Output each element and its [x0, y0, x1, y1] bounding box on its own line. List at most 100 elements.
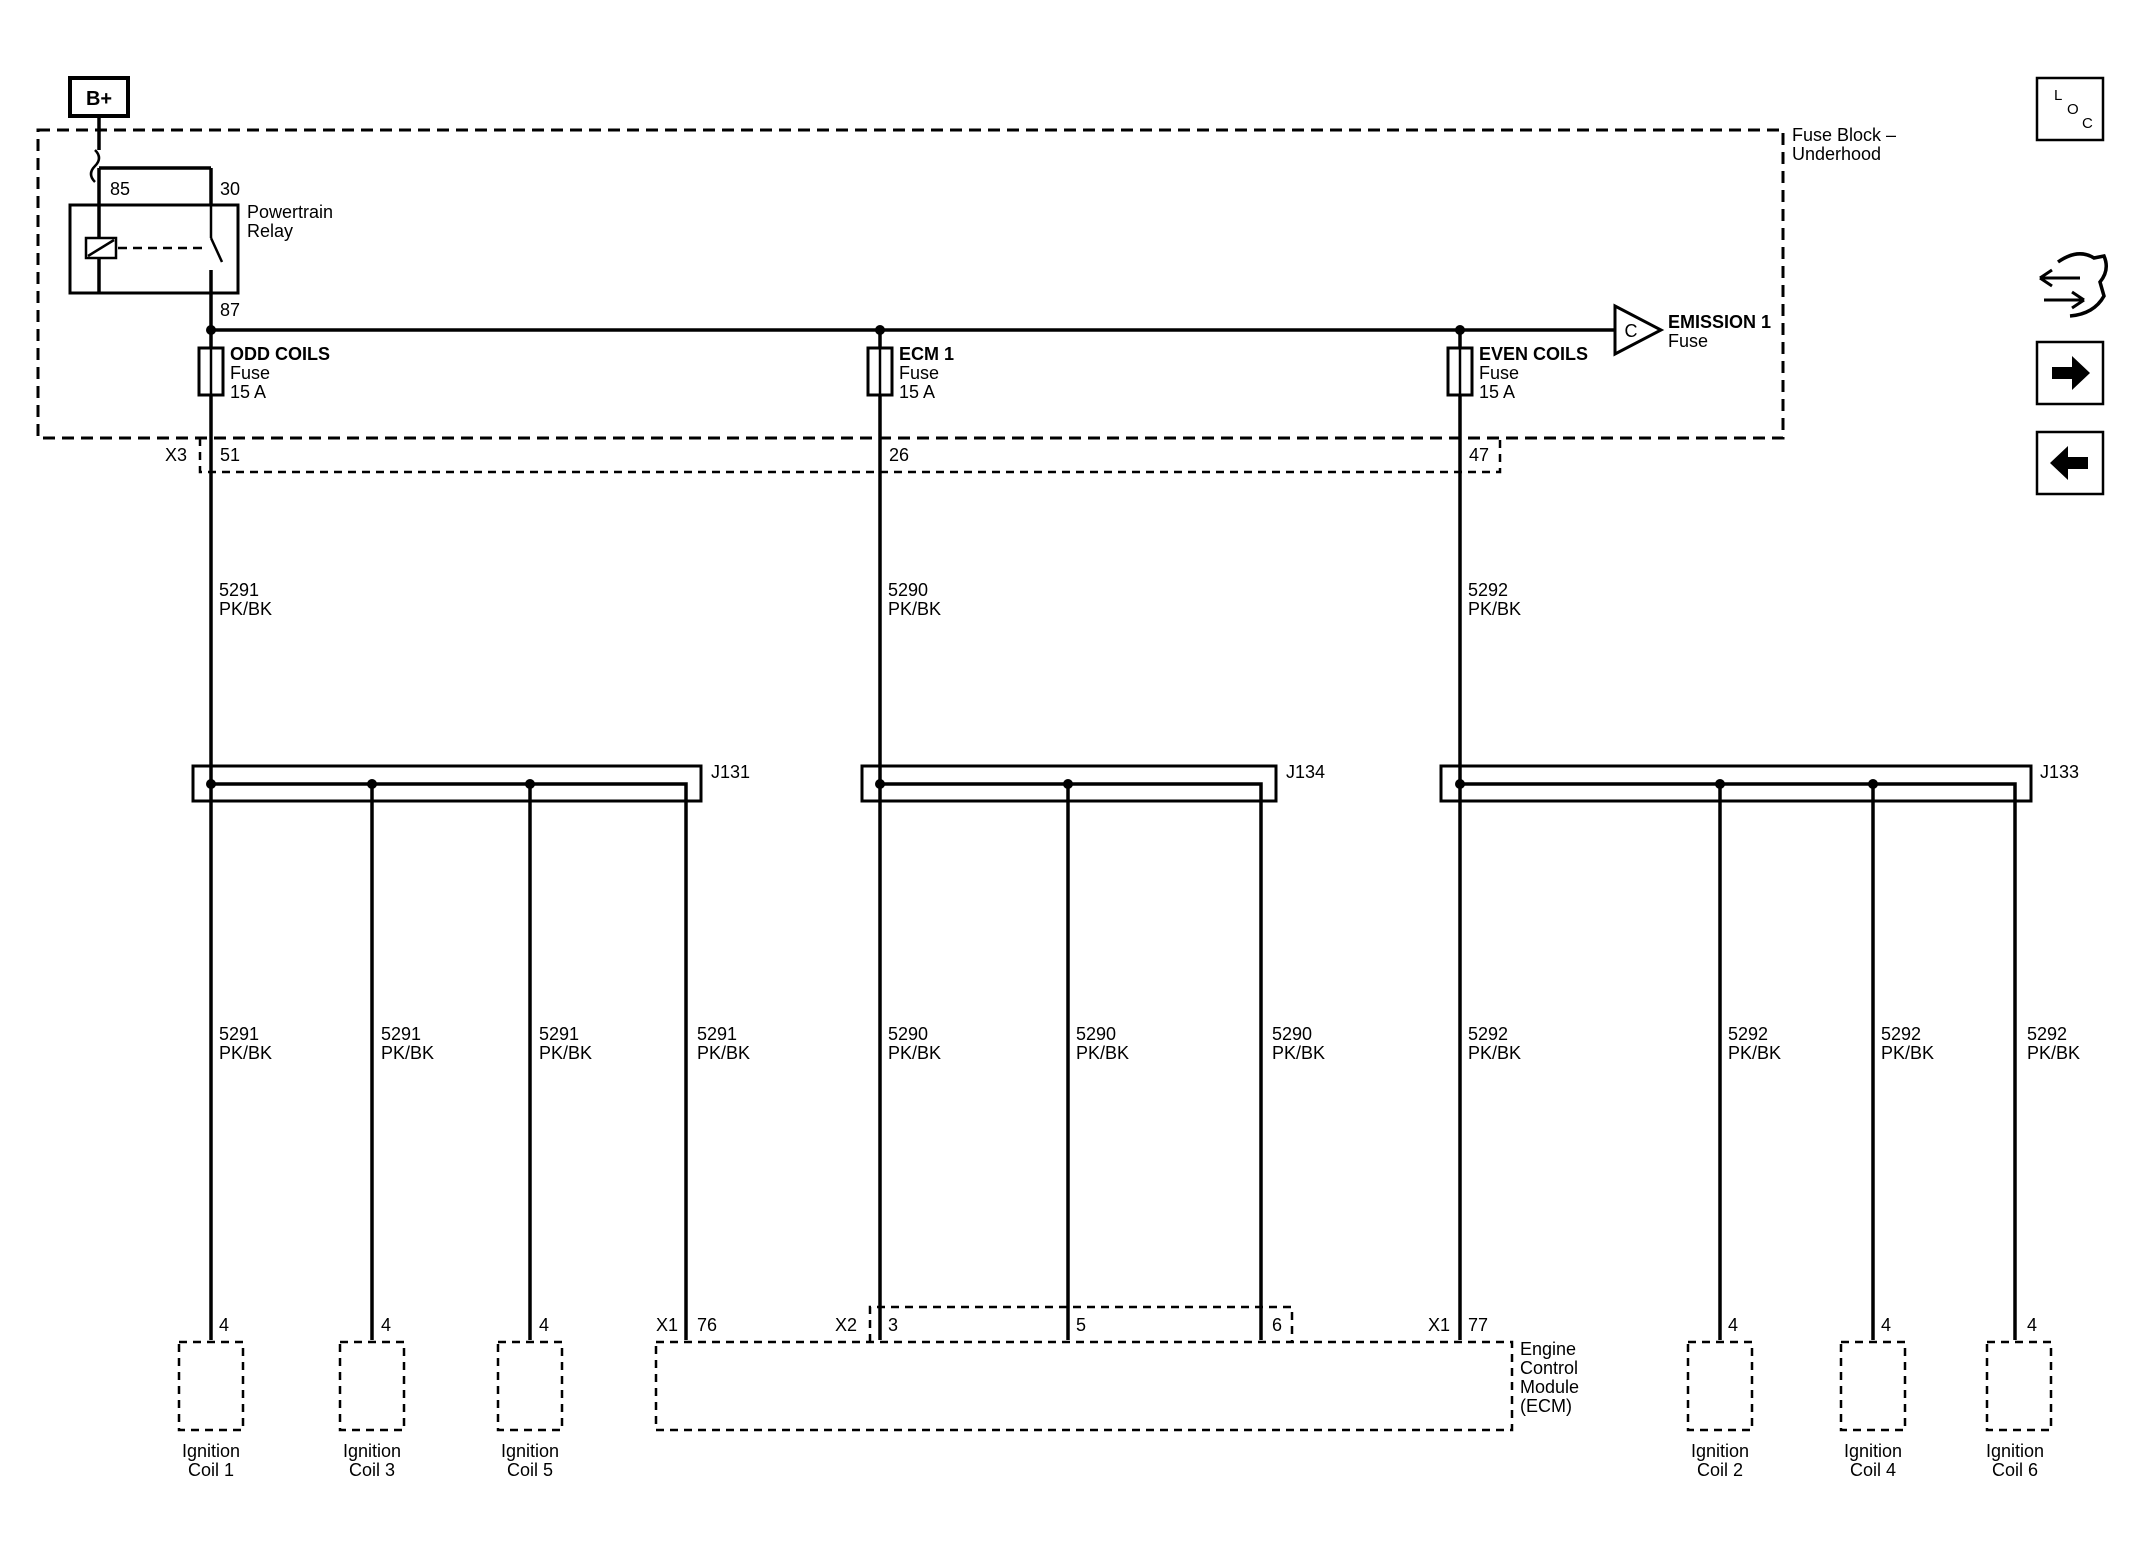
fuse-pin: 51 [220, 445, 240, 465]
wire-color: PK/BK [381, 1043, 434, 1063]
next-page-button[interactable] [2035, 340, 2105, 406]
splice-label: J133 [2040, 762, 2079, 782]
wire-color: PK/BK [219, 599, 272, 619]
coil-pin: 4 [2027, 1315, 2037, 1335]
wire-color: PK/BK [1272, 1043, 1325, 1063]
circuit-number: 5290 [1272, 1024, 1312, 1044]
coil-label-line1: Ignition [501, 1441, 559, 1461]
ecm-label-line1: Engine [1520, 1339, 1576, 1359]
wire-color: PK/BK [1468, 1043, 1521, 1063]
fuse-name: ODD COILS [230, 344, 330, 364]
fuse-block-label-line1: Fuse Block – [1792, 125, 1896, 145]
wire-color: PK/BK [539, 1043, 592, 1063]
fuse-block-underhood: Fuse Block – Underhood X3 [36, 125, 1896, 474]
relay-label-line1: Powertrain [247, 202, 333, 222]
emission-marker: C [1625, 321, 1638, 341]
circuit-number: 5290 [888, 1024, 928, 1044]
ecm-pin: 6 [1272, 1315, 1282, 1335]
fuse-type: Fuse [230, 363, 270, 383]
coil-label-line2: Coil 1 [188, 1460, 234, 1480]
ecm-connector-label: X2 [835, 1315, 857, 1335]
fuse-rating: 15 A [230, 382, 266, 402]
coil-label-line2: Coil 2 [1697, 1460, 1743, 1480]
coil-pin: 4 [381, 1315, 391, 1335]
fuse-odd-coils: ODD COILS Fuse 15 A 51 [197, 344, 330, 465]
ecm-label-line4: (ECM) [1520, 1396, 1572, 1416]
ecm-label-line2: Control [1520, 1358, 1578, 1378]
circuit-number: 5292 [1468, 580, 1508, 600]
wire-color: PK/BK [1468, 599, 1521, 619]
relay-pin-85: 85 [110, 179, 130, 199]
circuit-number: 5290 [1076, 1024, 1116, 1044]
arrow-right-icon [2052, 356, 2090, 390]
coil-label-line2: Coil 3 [349, 1460, 395, 1480]
loc-letter: C [2082, 115, 2093, 132]
ignition-coil-6: 4 Ignition Coil 6 [1985, 1315, 2053, 1480]
wire-color: PK/BK [2027, 1043, 2080, 1063]
ignition-coil-4: 4 Ignition Coil 4 [1839, 1315, 1907, 1480]
fusible-link-icon [89, 149, 101, 183]
coil-pin: 4 [219, 1315, 229, 1335]
arrow-left-icon [2050, 446, 2088, 480]
connector-x3-outline [198, 438, 1502, 474]
coil-label-line1: Ignition [1986, 1441, 2044, 1461]
coil-label-line2: Coil 5 [507, 1460, 553, 1480]
circuit-number: 5290 [888, 580, 928, 600]
splice-pack-j131: J131 [191, 762, 750, 803]
component-swap-button[interactable] [2039, 252, 2108, 318]
circuit-number: 5291 [219, 1024, 259, 1044]
feed-wire-label-odd: 5291 PK/BK [219, 580, 272, 619]
feed-wire-label-even: 5292 PK/BK [1468, 580, 1521, 619]
engine-control-module: Engine Control Module (ECM) X1 76 X2 3 5… [654, 1305, 1579, 1432]
ecm-connector-label: X1 [656, 1315, 678, 1335]
connector-x2-outline [868, 1305, 1294, 1342]
emission-label-line2: Fuse [1668, 331, 1708, 351]
coil-label-line2: Coil 4 [1850, 1460, 1896, 1480]
location-button[interactable]: L O C [2035, 76, 2105, 142]
emission-fuse-reference: C EMISSION 1 Fuse [1613, 303, 1771, 357]
fuse-even-coils: EVEN COILS Fuse 15 A 47 [1446, 344, 1588, 465]
fuse-pin: 26 [889, 445, 909, 465]
wire-color: PK/BK [697, 1043, 750, 1063]
branch-wire-labels: 5291 PK/BK 5291 PK/BK 5291 PK/BK 5291 PK… [219, 1024, 2080, 1063]
fuse-rating: 15 A [899, 382, 935, 402]
ecm-pin: 3 [888, 1315, 898, 1335]
coil-label-line1: Ignition [182, 1441, 240, 1461]
powertrain-relay: 85 30 Powertrain Relay 87 [68, 166, 333, 330]
branch-wires [209, 784, 2017, 1340]
fuse-block-label-line2: Underhood [1792, 144, 1881, 164]
component-swap-icon [2039, 252, 2108, 318]
previous-page-button[interactable] [2035, 430, 2105, 496]
circuit-number: 5291 [219, 580, 259, 600]
wire-color: PK/BK [219, 1043, 272, 1063]
emission-label-line1: EMISSION 1 [1668, 312, 1771, 332]
ignition-coil-1: 4 Ignition Coil 1 [177, 1315, 245, 1480]
ignition-coil-2: 4 Ignition Coil 2 [1686, 1315, 1754, 1480]
fuse-rating: 15 A [1479, 382, 1515, 402]
loc-letter: O [2067, 101, 2079, 118]
ignition-coil-3: 4 Ignition Coil 3 [338, 1315, 406, 1480]
circuit-number: 5292 [2027, 1024, 2067, 1044]
connector-x3-label: X3 [165, 445, 187, 465]
feed-wire-label-ecm: 5290 PK/BK [888, 580, 941, 619]
relay-pin-87: 87 [220, 300, 240, 320]
splice-pack-j133: J133 [1439, 762, 2079, 803]
relay-label-line2: Relay [247, 221, 293, 241]
fuse-ecm-1: ECM 1 Fuse 15 A 26 [866, 344, 954, 465]
coil-pin: 4 [1728, 1315, 1738, 1335]
circuit-number: 5292 [1881, 1024, 1921, 1044]
coil-label-line1: Ignition [1844, 1441, 1902, 1461]
circuit-number: 5292 [1728, 1024, 1768, 1044]
coil-label-line2: Coil 6 [1992, 1460, 2038, 1480]
battery-positive-label: B+ [86, 88, 112, 110]
coil-label-line1: Ignition [343, 1441, 401, 1461]
ecm-pin: 77 [1468, 1315, 1488, 1335]
wire-color: PK/BK [1076, 1043, 1129, 1063]
fuse-pin: 47 [1469, 445, 1489, 465]
wire-color: PK/BK [1881, 1043, 1934, 1063]
wire-color: PK/BK [1728, 1043, 1781, 1063]
circuit-number: 5291 [697, 1024, 737, 1044]
coil-pin: 4 [539, 1315, 549, 1335]
coil-pin: 4 [1881, 1315, 1891, 1335]
